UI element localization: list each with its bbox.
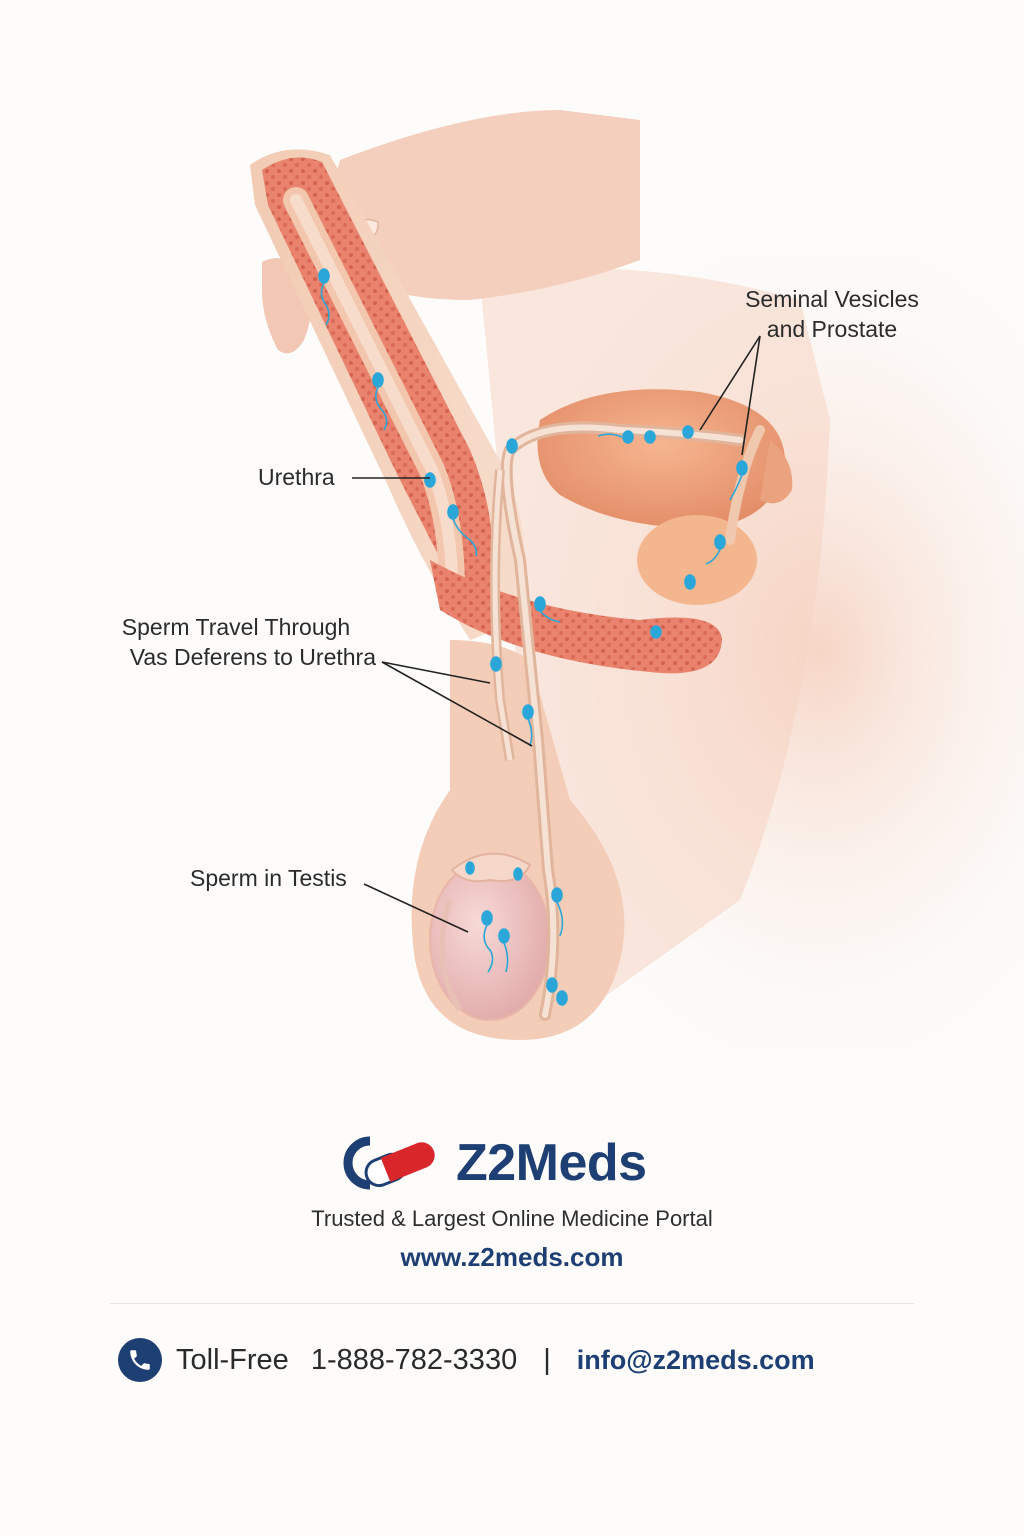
- brand-tagline: Trusted & Largest Online Medicine Portal: [311, 1206, 713, 1231]
- contact-bar: Toll-Free 1-888-782-3330 | info@z2meds.c…: [118, 1336, 815, 1384]
- tollfree-label: Toll-Free: [176, 1343, 289, 1376]
- anatomy-illustration: [250, 110, 1024, 1050]
- phone-icon: [118, 1338, 162, 1382]
- label-vas-line1: Sperm Travel Through: [121, 614, 351, 640]
- label-seminal-vesicles: Seminal Vesicles and Prostate: [732, 284, 932, 344]
- contact-separator: |: [543, 1343, 551, 1376]
- label-seminal-line2: and Prostate: [766, 316, 898, 342]
- capsule-logo-icon: [343, 1136, 435, 1190]
- label-urethra: Urethra: [258, 464, 335, 490]
- phone-number[interactable]: 1-888-782-3330: [310, 1343, 518, 1376]
- brand-name: Z2Meds: [456, 1134, 647, 1192]
- label-seminal-line1: Seminal Vesicles: [745, 286, 919, 312]
- label-vas-deferens: Sperm Travel Through Vas Deferens to Ure…: [96, 612, 376, 672]
- email-link[interactable]: info@z2meds.com: [576, 1344, 815, 1375]
- website-link[interactable]: www.z2meds.com: [400, 1242, 624, 1272]
- label-testis: Sperm in Testis: [190, 865, 347, 891]
- brand-block: Z2Meds Trusted & Largest Online Medicine…: [0, 1120, 1024, 1280]
- label-vas-line2: Vas Deferens to Urethra: [129, 644, 376, 670]
- logo[interactable]: Z2Meds: [340, 1130, 647, 1196]
- divider: [110, 1303, 914, 1304]
